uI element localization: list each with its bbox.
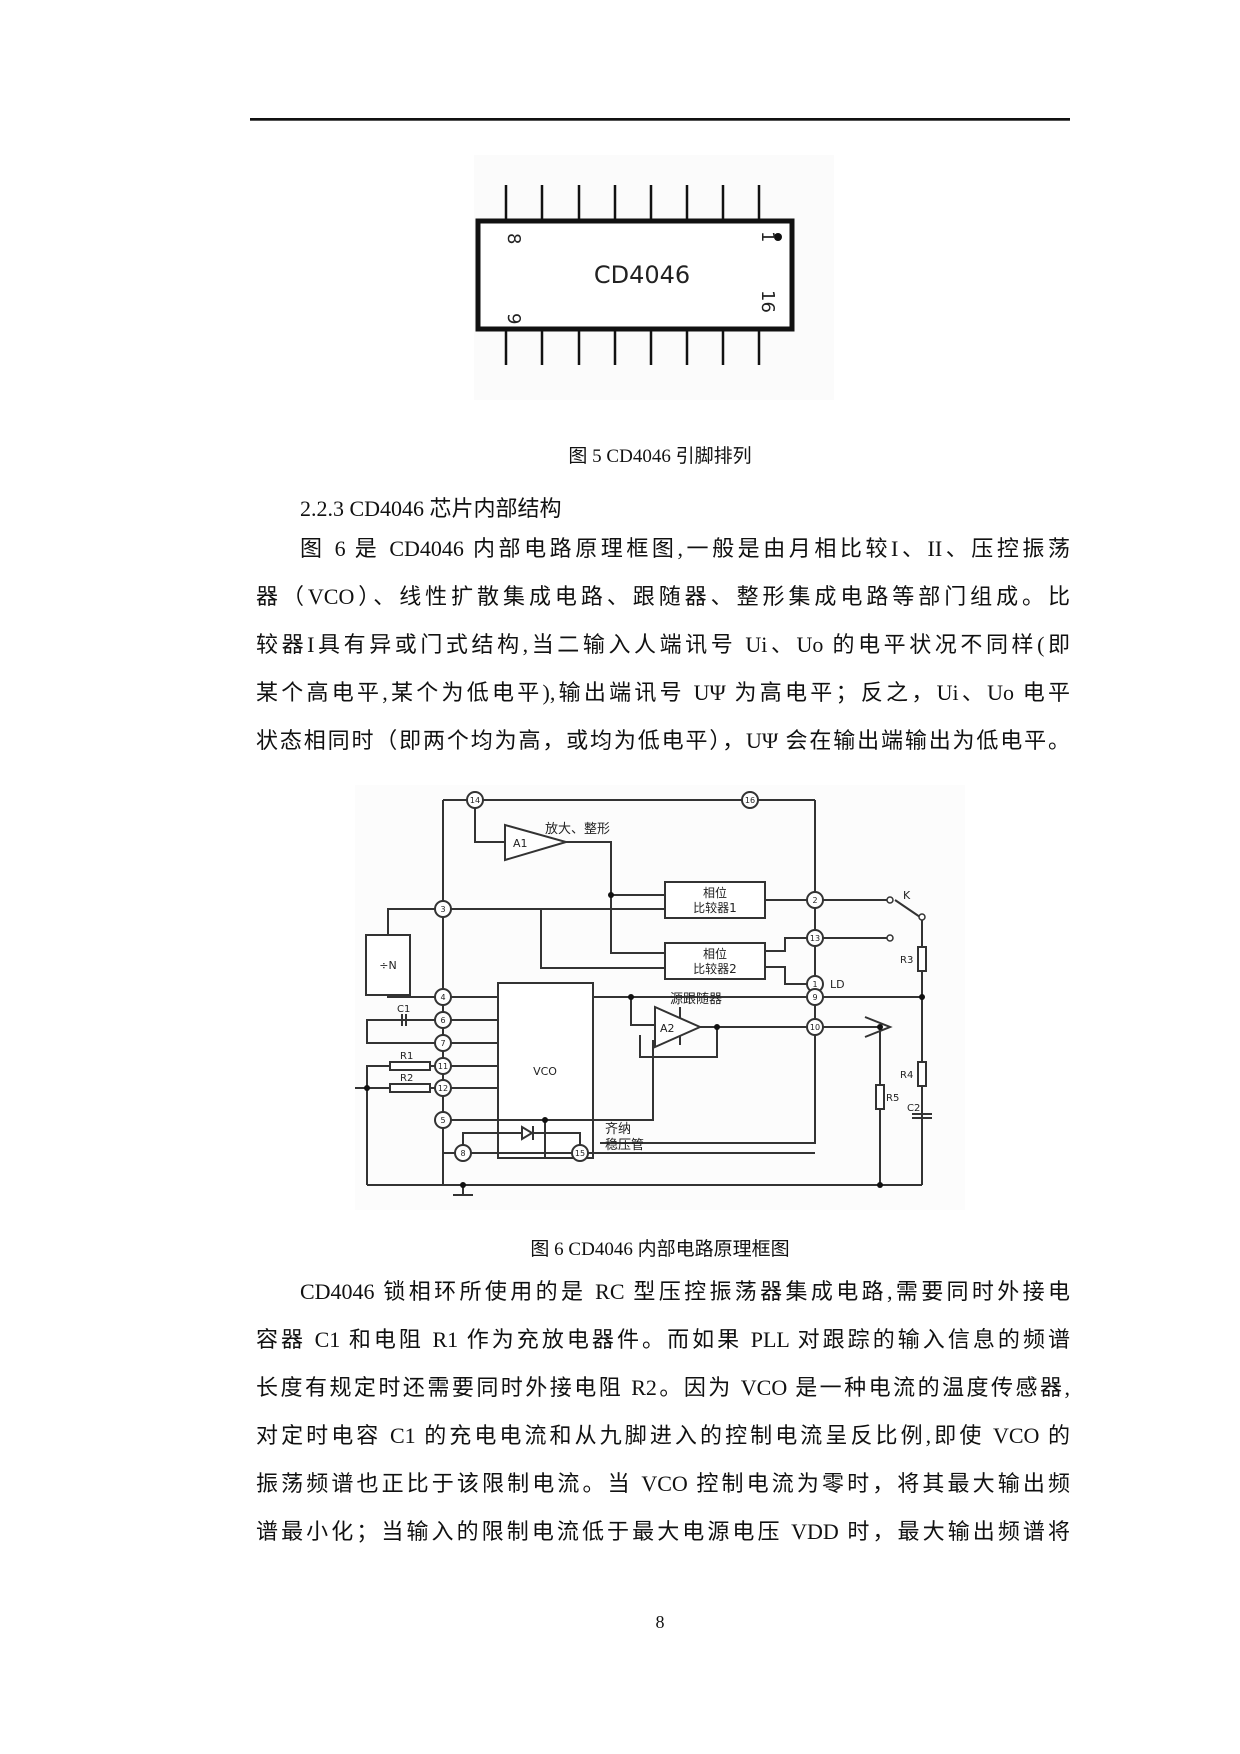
pin-number: 2 xyxy=(812,896,817,905)
chip-label: CD4046 xyxy=(594,261,690,289)
label-amp-shaper: 放大、整形 xyxy=(545,822,610,837)
label-c2: C2 xyxy=(907,1103,920,1114)
pin-number: 4 xyxy=(440,993,445,1002)
header-rule xyxy=(250,118,1070,121)
paragraph-2: CD4046 锁相环所使用的是 RC 型压控振荡器集成电路,需要同时外接电 容器… xyxy=(256,1268,1070,1556)
pin-label-8: 8 xyxy=(503,233,524,244)
label-comparator1-l2: 比较器1 xyxy=(693,900,737,915)
paragraph-line: 振荡频谱也正比于该限制电流。当 VCO 控制电流为零时，将其最大输出频 xyxy=(256,1471,1070,1496)
pin-number: 6 xyxy=(440,1016,445,1025)
label-divider: ÷N xyxy=(379,959,396,972)
zener-diode xyxy=(521,1125,534,1141)
label-comparator1-l1: 相位 xyxy=(703,885,727,900)
label-ld: LD xyxy=(830,978,845,991)
label-a2: A2 xyxy=(660,1022,675,1035)
resistor-r4 xyxy=(917,1061,927,1087)
label-comparator2-l1: 相位 xyxy=(703,946,727,961)
figure-6-block-diagram: 14 16 3 2 13 1 4 6 7 9 10 11 12 5 8 15 放… xyxy=(355,785,965,1210)
label-vco: VCO xyxy=(533,1065,557,1078)
amplifier-a2 xyxy=(654,1005,703,1049)
pin1-marker-dot xyxy=(774,233,782,241)
pin-number: 3 xyxy=(440,905,445,914)
pin-circle-9 xyxy=(806,988,824,1006)
pin-circle-14 xyxy=(466,791,484,809)
pin-circle-3 xyxy=(434,900,452,918)
label-r5: R5 xyxy=(886,1093,899,1104)
paragraph-line: 谱最小化；当输入的限制电流低于最大电源电压 VDD 时，最大输出频谱将 xyxy=(256,1519,1070,1544)
pin-circle-10 xyxy=(806,1018,824,1036)
resistor-r1 xyxy=(389,1061,431,1071)
phase-comparator-2 xyxy=(664,942,766,980)
pin-circle-6 xyxy=(434,1011,452,1029)
pin-circle-2 xyxy=(806,891,824,909)
pin-circle-12 xyxy=(434,1079,452,1097)
paragraph-line: 某个高电平,某个为低电平),输出端讯号 UΨ 为高电平；反之，Ui、Uo 电平 xyxy=(256,680,1070,705)
circuit-diagram-svg: 14 16 3 2 13 1 4 6 7 9 10 11 12 5 8 15 放… xyxy=(355,791,932,1196)
paragraph-1: 图 6 是 CD4046 内部电路原理框图,一般是由月相比较I、II、压控振荡 … xyxy=(256,525,1070,765)
paragraph-line: 较器I具有异或门式结构,当二输入人端讯号 Ui、Uo 的电平状况不同样(即 xyxy=(256,632,1070,657)
pin-circle-4 xyxy=(434,988,452,1006)
label-zener-l1: 齐纳 xyxy=(605,1121,631,1137)
chip-pinout-svg: CD4046 8 1 9 16 xyxy=(475,185,795,365)
resistor-r5 xyxy=(875,1084,885,1110)
pin-number: 15 xyxy=(575,1149,585,1158)
pin-number: 11 xyxy=(438,1062,448,1071)
label-r1: R1 xyxy=(400,1051,413,1062)
page-number: 8 xyxy=(655,1612,665,1632)
pin-circle-8 xyxy=(454,1144,472,1162)
chip-body xyxy=(475,218,795,332)
pin-circle-16 xyxy=(741,791,759,809)
label-r4: R4 xyxy=(900,1070,913,1081)
paragraph-line: 长度有规定时还需要同时外接电阻 R2。因为 VCO 是一种电流的温度传感器, xyxy=(256,1375,1070,1400)
paragraph-line: 对定时电容 C1 的充电电流和从九脚进入的控制电流呈反比例,即使 VCO 的 xyxy=(256,1423,1070,1448)
pin-number: 10 xyxy=(810,1023,820,1032)
phase-comparator-1 xyxy=(664,881,766,919)
divide-by-n-block xyxy=(365,934,411,996)
pin-number: 9 xyxy=(812,993,817,1002)
pin-number: 14 xyxy=(470,796,480,805)
label-r3: R3 xyxy=(900,955,913,966)
pin-number: 5 xyxy=(440,1116,445,1125)
pin-number: 7 xyxy=(440,1039,445,1048)
paragraph-line: 器（VCO）、线性扩散集成电路、跟随器、整形集成电路等部门组成。比 xyxy=(256,584,1070,609)
paragraph-line: CD4046 锁相环所使用的是 RC 型压控振荡器集成电路,需要同时外接电 xyxy=(300,1279,1070,1304)
resistor-r2 xyxy=(389,1083,431,1093)
pin-number: 13 xyxy=(810,934,820,943)
pin-circle-7 xyxy=(434,1034,452,1052)
pin-label-9: 9 xyxy=(503,313,524,324)
paragraph-line: 图 6 是 CD4046 内部电路原理框图,一般是由月相比较I、II、压控振荡 xyxy=(300,536,1070,561)
paragraph-line: 容器 C1 和电阻 R1 作为充放电器件。而如果 PLL 对跟踪的输入信息的频谱 xyxy=(256,1327,1070,1352)
pin-circle-11 xyxy=(434,1057,452,1075)
paragraph-line: 状态相同时（即两个均为高，或均为低电平），UΨ 会在输出端输出为低电平。 xyxy=(256,728,1070,753)
pin-label-16: 16 xyxy=(757,290,778,313)
figure-5-caption: 图 5 CD4046 引脚排列 xyxy=(568,446,752,467)
amplifier-a1 xyxy=(504,823,570,862)
label-zener-l2: 稳压管 xyxy=(605,1137,644,1153)
pin-circle-13 xyxy=(806,929,824,947)
pin-number: 8 xyxy=(460,1149,465,1158)
figure-5-pinout-diagram: CD4046 8 1 9 16 xyxy=(474,155,834,400)
pin-number: 16 xyxy=(745,796,755,805)
label-a1: A1 xyxy=(513,837,528,850)
figure-6-caption: 图 6 CD4046 内部电路原理框图 xyxy=(530,1239,790,1260)
label-source-follower: 源跟随器 xyxy=(670,992,722,1007)
pin-number: 12 xyxy=(438,1084,448,1093)
label-switch-k: K xyxy=(903,889,911,902)
section-heading: 2.2.3 CD4046 芯片内部结构 xyxy=(300,496,562,521)
label-comparator2-l2: 比较器2 xyxy=(693,961,737,976)
pin-number: 1 xyxy=(812,980,817,989)
pin-label-1: 1 xyxy=(757,231,778,242)
label-c1: C1 xyxy=(397,1004,410,1015)
pin-circle-15 xyxy=(571,1144,589,1162)
label-r2: R2 xyxy=(400,1073,413,1084)
pin-circle-5 xyxy=(434,1111,452,1129)
resistor-r3 xyxy=(917,946,927,972)
